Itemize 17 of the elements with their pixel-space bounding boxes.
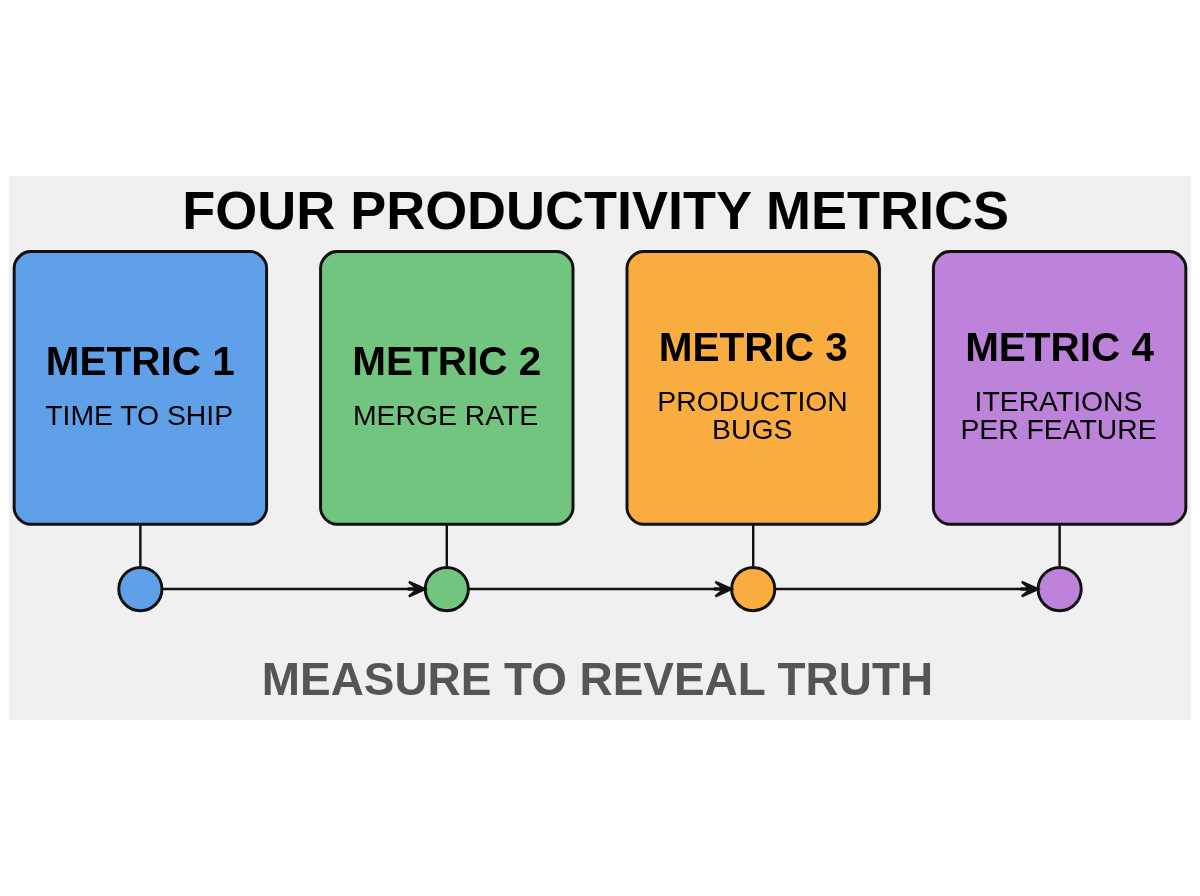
node-circle — [117, 565, 164, 613]
node-box: METRIC 1 TIME TO SHIP — [12, 250, 269, 526]
node-box: METRIC 4 ITERATIONS PER FEATURE — [931, 250, 1188, 526]
node-circle — [730, 565, 777, 613]
node-circle — [1036, 565, 1083, 613]
caption: MEASURE TO REVEAL TRUTH — [261, 652, 934, 705]
arrow — [775, 580, 1040, 598]
diagram-title: FOUR PRODUCTIVITY METRICS — [182, 179, 1010, 240]
connector — [139, 524, 142, 568]
node-circle — [423, 565, 470, 613]
connector — [445, 524, 448, 568]
connector — [752, 524, 755, 568]
node-box: METRIC 2 MERGE RATE — [319, 250, 575, 526]
arrow — [162, 580, 427, 598]
connector — [1058, 524, 1061, 568]
arrow — [468, 580, 733, 598]
node-box: METRIC 3 PRODUCTION BUGS — [625, 250, 881, 526]
